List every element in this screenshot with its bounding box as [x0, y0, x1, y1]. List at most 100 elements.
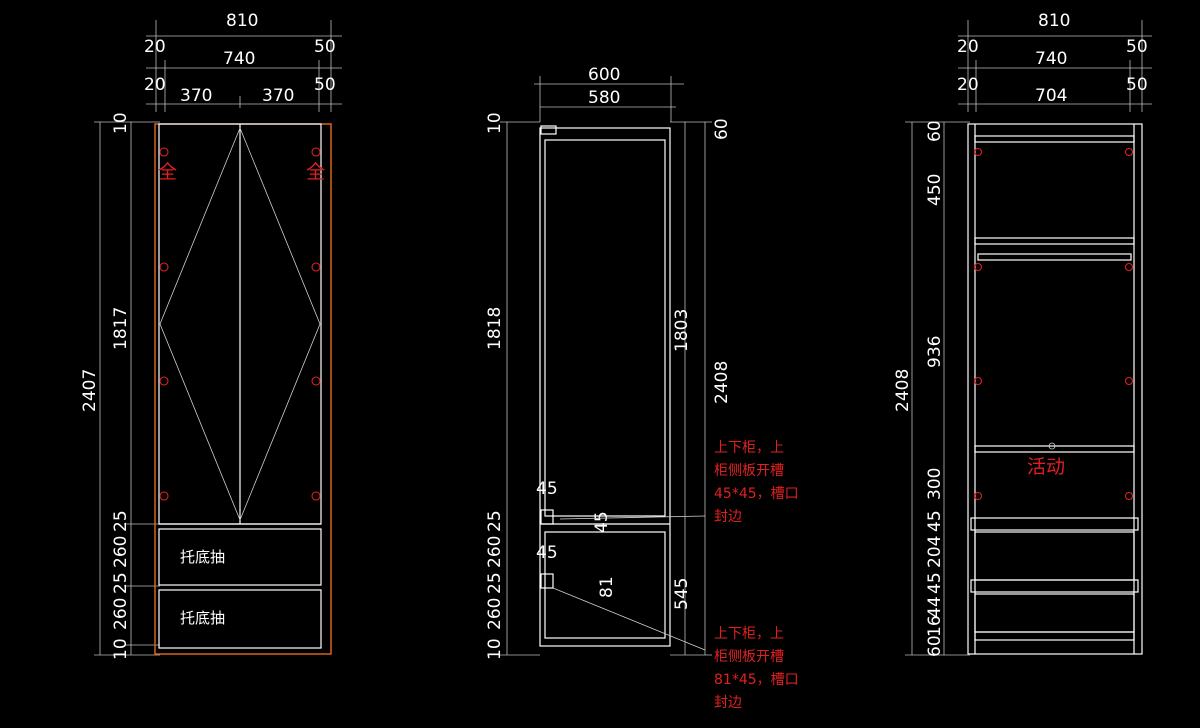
hinge-mark-right: 全 [306, 161, 325, 183]
notch-1 [540, 509, 554, 525]
interior-elevation: 810 20 740 50 20 704 50 2408 60 450 936 … [893, 11, 1152, 657]
mid-dim-bottom-gap: 10 [485, 638, 505, 660]
movable-shelf-label: 活动 [1027, 456, 1065, 478]
mid-dim-gap-2: 25 [485, 572, 505, 594]
r-shelf-movable [974, 445, 1135, 453]
r-dim-side-left: 20 [957, 37, 979, 57]
notch-dim-4: 81 [597, 576, 617, 598]
r-dim-side-right: 50 [1126, 37, 1148, 57]
dim-drawer-2: 260 [111, 598, 131, 630]
note-1-line-1: 上下柜，上 [714, 440, 784, 456]
r-top-panel [974, 135, 1135, 143]
dim-depth-inner: 580 [588, 88, 620, 108]
note-2-line-1: 上下柜，上 [714, 626, 784, 642]
hinge-icon [1124, 376, 1134, 386]
note-1: 上下柜，上 柜侧板开槽 45*45，槽口 封边 [714, 440, 799, 525]
front-elevation: 810 20 740 50 20 370 370 50 2407 10 1817… [80, 11, 342, 660]
r-shelf-1 [974, 237, 1135, 245]
r-divider-2 [970, 579, 1139, 593]
note-2-line-4: 封边 [714, 695, 742, 711]
hinge-markers [159, 147, 321, 501]
r-dim-45: 45 [925, 510, 945, 532]
hinge-icon [1124, 262, 1134, 272]
r-dim-936: 936 [925, 336, 945, 368]
r-bottom-panel [974, 631, 1135, 641]
hinge-icon [311, 262, 321, 272]
dim-bottom-gap: 10 [111, 638, 131, 660]
mid-dim-upper-inner: 1803 [672, 309, 692, 352]
leader-line-2 [552, 587, 706, 651]
door-swing-left [159, 127, 241, 521]
r-dim-204: 204 [925, 536, 945, 568]
section-body [539, 127, 671, 647]
leader-line-1 [559, 515, 706, 520]
hinge-mark-left: 全 [158, 161, 177, 183]
dim-drawer-1: 260 [111, 536, 131, 568]
r-cabinet-outer [967, 123, 1143, 655]
hinge-icon [973, 262, 983, 272]
r-dim-60: 60 [925, 120, 945, 142]
cabinet-outline-orange [154, 123, 332, 655]
mid-dim-top-gap: 10 [485, 112, 505, 134]
r-dim-45b: 45 [925, 572, 945, 594]
hinge-icon [973, 147, 983, 157]
note-2: 上下柜，上 柜侧板开槽 81*45，槽口 封边 [714, 626, 799, 711]
hinge-icon [1124, 147, 1134, 157]
drawer-2 [158, 589, 322, 649]
hinge-icon [159, 376, 169, 386]
notch-dim-1: 45 [536, 479, 558, 499]
dim-depth-total: 600 [588, 65, 620, 85]
mid-dim-lower-inner: 545 [672, 578, 692, 610]
mid-dim-upper: 1818 [485, 307, 505, 350]
r-dim-side-right-2: 50 [1126, 75, 1148, 95]
hinge-icon [311, 376, 321, 386]
notch-dim-2: 45 [536, 543, 558, 563]
hinge-icon [973, 491, 983, 501]
drawer-label-2: 托底抽 [180, 609, 225, 627]
top-notch [540, 125, 557, 135]
r-dim-inner-width: 704 [1035, 86, 1067, 106]
r-dim-total-inner: 740 [1035, 49, 1067, 69]
r-dim-450: 450 [925, 174, 945, 206]
note-1-line-2: 柜侧板开槽 [714, 463, 784, 479]
r-dim-overall-width: 810 [1038, 11, 1070, 31]
mid-dim-drawer-1: 260 [485, 536, 505, 568]
r-dim-300: 300 [925, 468, 945, 500]
note-2-line-3: 81*45，槽口 [714, 672, 799, 688]
r-dim-16: 16 [925, 615, 945, 637]
dim-height-total: 2407 [80, 369, 100, 412]
section-lower [544, 531, 666, 639]
mid-dim-gap-1: 25 [485, 510, 505, 532]
dim-door-total: 740 [223, 49, 255, 69]
drawer-label-1: 托底抽 [180, 548, 225, 566]
hinge-icon [1124, 491, 1134, 501]
dim-door-left: 370 [180, 86, 212, 106]
r-dim-side-left-2: 20 [957, 75, 979, 95]
dim-top-gap: 10 [111, 112, 131, 134]
r-hinge-markers [973, 147, 1134, 501]
mid-dim-drawer-2: 260 [485, 598, 505, 630]
shelf-pin-icon [1048, 442, 1056, 450]
dim-side-gap-right-2: 50 [314, 75, 336, 95]
notch-dim-3: 45 [592, 511, 612, 533]
dim-overall-width: 810 [226, 11, 258, 31]
r-dim-44: 44 [925, 596, 945, 618]
dim-side-gap-right: 50 [314, 37, 336, 57]
dim-door-right: 370 [262, 86, 294, 106]
dim-side-gap-left-2: 20 [144, 75, 166, 95]
dim-gap-2: 25 [111, 572, 131, 594]
hinge-icon [159, 147, 169, 157]
hinge-icon [159, 491, 169, 501]
note-1-line-3: 45*45，槽口 [714, 486, 799, 502]
dim-gap-1: 25 [111, 510, 131, 532]
r-drawer-1 [974, 531, 1135, 581]
hinge-icon [311, 147, 321, 157]
door-swing-right [239, 127, 321, 521]
side-section: 600 580 10 1818 25 260 25 260 10 45 45 4… [485, 65, 799, 711]
mid-dim-total: 2408 [712, 361, 732, 404]
r-dim-60b: 60 [925, 635, 945, 657]
hinge-icon [159, 262, 169, 272]
dim-side-gap-left: 20 [144, 37, 166, 57]
r-hanging-rail [977, 253, 1132, 261]
